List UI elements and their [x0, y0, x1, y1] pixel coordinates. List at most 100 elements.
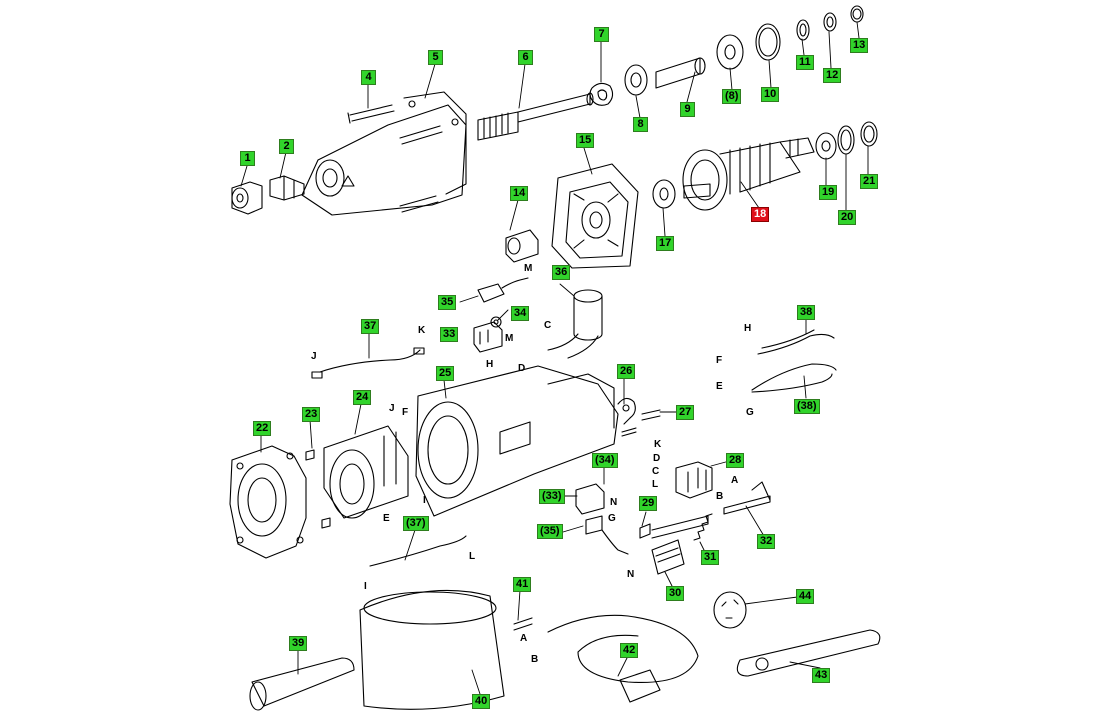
part-label-44[interactable]: 44	[796, 589, 815, 604]
part-rings-11-13	[796, 5, 864, 41]
part-leads-38	[751, 329, 837, 393]
part-pins-23	[305, 449, 331, 529]
part-label-7[interactable]: 7	[594, 27, 609, 42]
part-label-36[interactable]: 36	[552, 265, 571, 280]
part-label-34-bracketed[interactable]: (34)	[592, 453, 618, 468]
part-label-30[interactable]: 30	[666, 586, 685, 601]
part-label-19[interactable]: 19	[819, 185, 838, 200]
part-cable-42	[547, 614, 699, 703]
wire-letter-i-coil: I	[423, 495, 426, 506]
wire-letter-b-switch: B	[716, 491, 724, 502]
part-motor-housing-25	[415, 365, 619, 517]
part-switch-28	[675, 461, 713, 499]
part-label-18-selected[interactable]: 18	[751, 207, 770, 222]
wire-letter-m-top: M	[524, 263, 533, 274]
wire-letter-g-right: G	[746, 407, 754, 418]
part-label-10[interactable]: 10	[761, 87, 780, 102]
part-label-20[interactable]: 20	[838, 210, 857, 225]
part-screws-27	[621, 409, 661, 437]
part-label-4[interactable]: 4	[361, 70, 376, 85]
part-bearing-17	[652, 179, 676, 209]
part-brush-plate-26	[617, 397, 636, 425]
part-label-37[interactable]: 37	[361, 319, 380, 334]
wire-letter-k-switch: K	[654, 439, 662, 450]
wire-letter-j-coil: J	[389, 403, 395, 414]
part-label-15[interactable]: 15	[576, 133, 595, 148]
part-brush-holder-33b	[575, 483, 605, 515]
part-label-25[interactable]: 25	[436, 366, 455, 381]
part-label-39[interactable]: 39	[289, 636, 308, 651]
part-label-41[interactable]: 41	[513, 577, 532, 592]
part-label-29[interactable]: 29	[639, 496, 658, 511]
part-label-31[interactable]: 31	[701, 550, 720, 565]
part-label-21[interactable]: 21	[860, 174, 879, 189]
part-label-5[interactable]: 5	[428, 50, 443, 65]
part-label-9[interactable]: 9	[680, 102, 695, 117]
part-label-8-bracketed[interactable]: (8)	[722, 89, 742, 104]
part-label-43[interactable]: 43	[812, 668, 831, 683]
part-label-12[interactable]: 12	[823, 68, 842, 83]
part-label-17[interactable]: 17	[656, 236, 675, 251]
part-label-35-bracketed[interactable]: (35)	[537, 524, 563, 539]
wire-letter-d-switch: D	[653, 453, 661, 464]
part-lead-37b	[369, 535, 467, 567]
part-bushing-14	[505, 229, 539, 263]
part-handle-39	[249, 657, 355, 711]
part-label-26[interactable]: 26	[617, 364, 636, 379]
wire-letter-g-holder: G	[608, 513, 616, 524]
part-label-1[interactable]: 1	[240, 151, 255, 166]
part-label-27[interactable]: 27	[676, 405, 695, 420]
part-sleeve-9	[655, 57, 706, 89]
part-collet	[269, 175, 305, 201]
part-label-33[interactable]: 33	[440, 327, 459, 342]
wire-letter-c: C	[544, 320, 552, 331]
part-label-8[interactable]: 8	[633, 117, 648, 132]
part-collet-nut	[231, 181, 263, 215]
part-switch-rod-29	[639, 515, 709, 539]
part-label-24[interactable]: 24	[353, 390, 372, 405]
wire-letter-f: F	[402, 407, 409, 418]
part-label-2[interactable]: 2	[279, 139, 294, 154]
part-label-34[interactable]: 34	[511, 306, 530, 321]
part-label-40[interactable]: 40	[472, 694, 491, 709]
part-label-37-bracketed[interactable]: (37)	[403, 516, 429, 531]
part-label-38-bracketed[interactable]: (38)	[794, 399, 820, 414]
wire-letter-l-lead: L	[469, 551, 476, 562]
part-label-6[interactable]: 6	[518, 50, 533, 65]
part-washer-7	[589, 82, 614, 106]
wire-letter-n-holder: N	[610, 497, 618, 508]
part-label-32[interactable]: 32	[757, 534, 776, 549]
part-rings-20-21	[837, 121, 878, 155]
wire-letter-b-cable: B	[531, 654, 539, 665]
part-label-35[interactable]: 35	[438, 295, 457, 310]
wire-letter-l-switch: L	[652, 479, 659, 490]
part-label-11[interactable]: 11	[796, 55, 814, 70]
part-circlip-10	[755, 23, 781, 61]
part-guard-40	[359, 589, 505, 710]
part-trigger-30	[651, 539, 685, 575]
part-label-33-bracketed[interactable]: (33)	[539, 489, 565, 504]
part-bearing-8b	[716, 34, 744, 70]
part-label-28[interactable]: 28	[726, 453, 745, 468]
part-label-13[interactable]: 13	[850, 38, 869, 53]
part-label-42[interactable]: 42	[620, 643, 639, 658]
part-spring-31	[693, 513, 713, 541]
part-screws-housing	[347, 104, 443, 213]
part-spring-34	[490, 316, 502, 328]
wire-letter-i-lead: I	[364, 581, 367, 592]
wire-letter-f-right: F	[716, 355, 723, 366]
part-brush-35b	[585, 515, 629, 555]
part-label-23[interactable]: 23	[302, 407, 321, 422]
wire-letter-d: D	[518, 363, 526, 374]
wire-letter-j: J	[311, 351, 317, 362]
wire-letter-m: M	[505, 333, 514, 344]
leader-lines	[240, 21, 869, 695]
wire-letter-e-right: E	[716, 381, 723, 392]
wire-letter-h: H	[486, 359, 494, 370]
part-bearing-8	[624, 64, 648, 96]
part-label-14[interactable]: 14	[510, 186, 529, 201]
part-bearing-19	[815, 132, 837, 160]
part-label-22[interactable]: 22	[253, 421, 272, 436]
part-label-38[interactable]: 38	[797, 305, 816, 320]
